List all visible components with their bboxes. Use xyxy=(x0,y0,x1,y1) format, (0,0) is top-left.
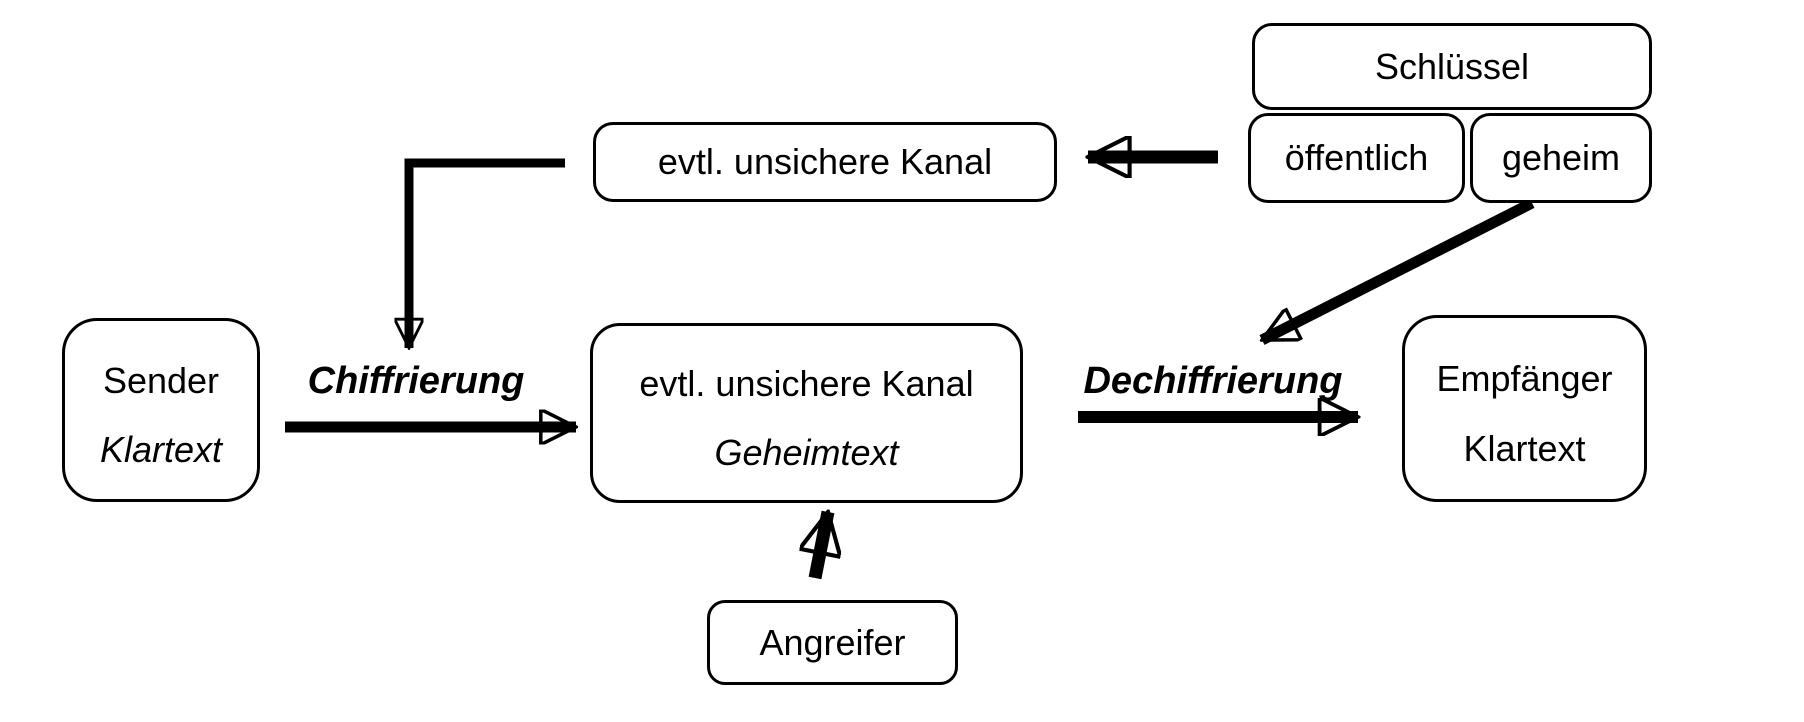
arrow-top-channel-to-chiffrierung xyxy=(409,158,565,348)
node-schluessel: Schlüssel xyxy=(1252,23,1652,110)
node-oeffentlich-label: öffentlich xyxy=(1284,137,1429,179)
node-schluessel-label: Schlüssel xyxy=(1374,45,1530,87)
node-geheim: geheim xyxy=(1470,113,1652,203)
node-angreifer: Angreifer xyxy=(707,600,958,685)
node-sender-subtitle: Klartext xyxy=(99,429,223,470)
node-middle-channel-subtitle: Geheimtext xyxy=(714,432,899,473)
node-top-channel: evtl. unsichere Kanal xyxy=(593,122,1057,202)
node-empfaenger: Empfänger Klartext xyxy=(1402,315,1647,502)
node-top-channel-label: evtl. unsichere Kanal xyxy=(657,141,993,183)
edge-label-chiffrierung: Chiffrierung xyxy=(307,360,525,402)
node-oeffentlich: öffentlich xyxy=(1248,113,1465,203)
node-middle-channel: evtl. unsichere Kanal Geheimtext xyxy=(590,323,1023,503)
node-sender-title: Sender xyxy=(102,359,220,401)
node-middle-channel-title: evtl. unsichere Kanal xyxy=(639,362,974,404)
edge-label-dechiffrierung: Dechiffrierung xyxy=(1083,360,1343,402)
node-geheim-label: geheim xyxy=(1501,137,1621,179)
node-empfaenger-subtitle: Klartext xyxy=(1463,427,1586,469)
node-angreifer-label: Angreifer xyxy=(759,621,906,663)
node-sender: Sender Klartext xyxy=(62,318,260,502)
arrow-geheim-to-dechiffrierung xyxy=(1262,198,1535,345)
node-empfaenger-title: Empfänger xyxy=(1436,358,1613,400)
arrow-angreifer-to-channel xyxy=(815,512,828,580)
